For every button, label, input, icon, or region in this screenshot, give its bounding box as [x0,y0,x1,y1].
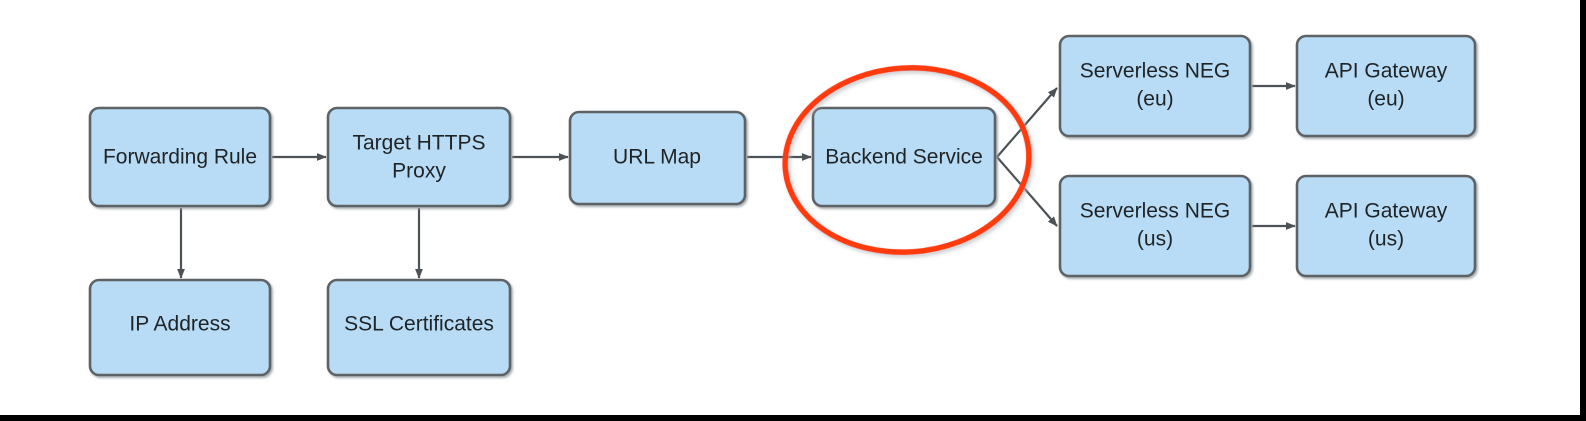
node-url-map[interactable]: URL Map [568,110,747,206]
node-ssl-certificates[interactable]: SSL Certificates [326,278,512,377]
edge-backend-service-to-serverless-neg-us [996,156,1058,227]
node-api-gateway-us-shape[interactable] [1295,174,1477,278]
node-api-gateway-eu-label-line1: API Gateway [1325,60,1448,83]
node-ip-address-label: IP Address [129,313,230,336]
node-api-gateway-us-label-line2: (us) [1368,228,1404,251]
node-serverless-neg-eu[interactable]: Serverless NEG (eu) [1058,34,1252,138]
node-api-gateway-us[interactable]: API Gateway (us) [1295,174,1477,278]
node-serverless-neg-us-label-line1: Serverless NEG [1080,200,1231,223]
node-forwarding-rule[interactable]: Forwarding Rule [88,106,272,208]
highlight-ellipse-icon [782,65,1032,255]
node-forwarding-rule-label: Forwarding Rule [103,146,257,169]
node-forwarding-rule-shape[interactable] [88,106,272,208]
node-ssl-certificates-label: SSL Certificates [344,313,494,336]
node-backend-service[interactable]: Backend Service [811,106,997,208]
node-target-https-proxy-label-line1: Target HTTPS [352,132,485,155]
node-serverless-neg-us[interactable]: Serverless NEG (us) [1058,174,1252,278]
node-url-map-shape[interactable] [568,110,747,206]
connectors [177,82,1296,279]
nodes: Forwarding Rule Target HTTPS Proxy URL M… [88,34,1477,377]
node-backend-service-shape[interactable] [811,106,997,208]
node-target-https-proxy[interactable]: Target HTTPS Proxy [326,106,512,208]
node-serverless-neg-eu-label-line2: (eu) [1136,88,1173,111]
backend-service-highlight-annotation [782,65,1032,255]
node-serverless-neg-eu-shape[interactable] [1058,34,1252,138]
node-serverless-neg-us-label-line2: (us) [1137,228,1173,251]
node-ip-address[interactable]: IP Address [88,278,272,377]
frame-bottom-edge [0,415,1586,421]
node-api-gateway-eu-label-line2: (eu) [1367,88,1404,111]
node-backend-service-label: Backend Service [825,146,983,169]
node-api-gateway-eu[interactable]: API Gateway (eu) [1295,34,1477,138]
node-ip-address-shape[interactable] [88,278,272,377]
node-api-gateway-us-label-line1: API Gateway [1325,200,1448,223]
node-target-https-proxy-label-line2: Proxy [392,160,446,183]
edge-backend-service-to-serverless-neg-eu [996,87,1058,158]
node-api-gateway-eu-shape[interactable] [1295,34,1477,138]
node-target-https-proxy-shape[interactable] [326,106,512,208]
node-url-map-label: URL Map [613,146,701,169]
frame-right-edge [1580,0,1586,421]
node-serverless-neg-eu-label-line1: Serverless NEG [1080,60,1231,83]
node-ssl-certificates-shape[interactable] [326,278,512,377]
node-serverless-neg-us-shape[interactable] [1058,174,1252,278]
